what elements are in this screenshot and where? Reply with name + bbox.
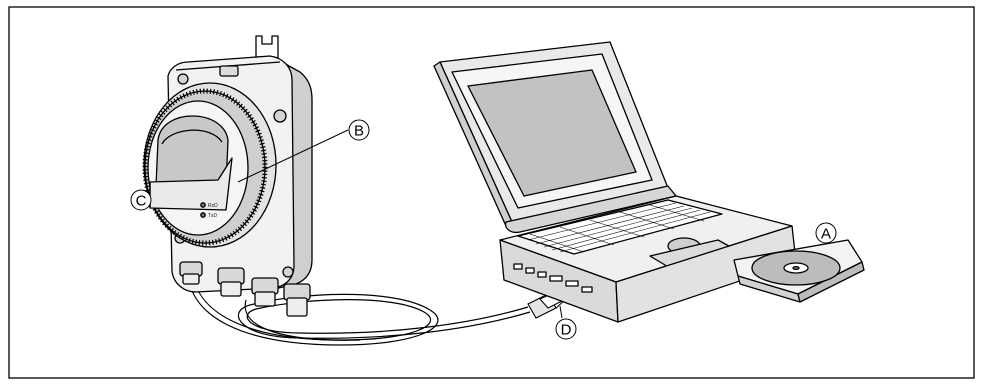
txd-led-icon <box>201 213 205 217</box>
callout-label-d: D <box>561 322 572 339</box>
txd-led-label: TxD <box>208 213 218 219</box>
rxd-led-label: RxD <box>208 203 218 209</box>
callout-d: D <box>556 319 576 339</box>
laptop <box>434 42 864 322</box>
housing-screw <box>178 74 188 84</box>
leader-line-d <box>560 306 562 318</box>
callout-label-c: C <box>136 193 147 210</box>
field-device: RxD TxD <box>144 36 312 316</box>
housing-screw <box>274 110 286 122</box>
callout-c: C <box>131 190 151 210</box>
housing-nub <box>220 66 238 76</box>
callout-label-b: B <box>354 123 364 140</box>
housing-screw <box>283 267 293 277</box>
callout-b: B <box>349 120 369 140</box>
rxd-led-icon <box>201 203 205 207</box>
display-window <box>156 116 228 188</box>
callout-a: A <box>816 223 836 243</box>
callout-label-a: A <box>821 226 831 243</box>
